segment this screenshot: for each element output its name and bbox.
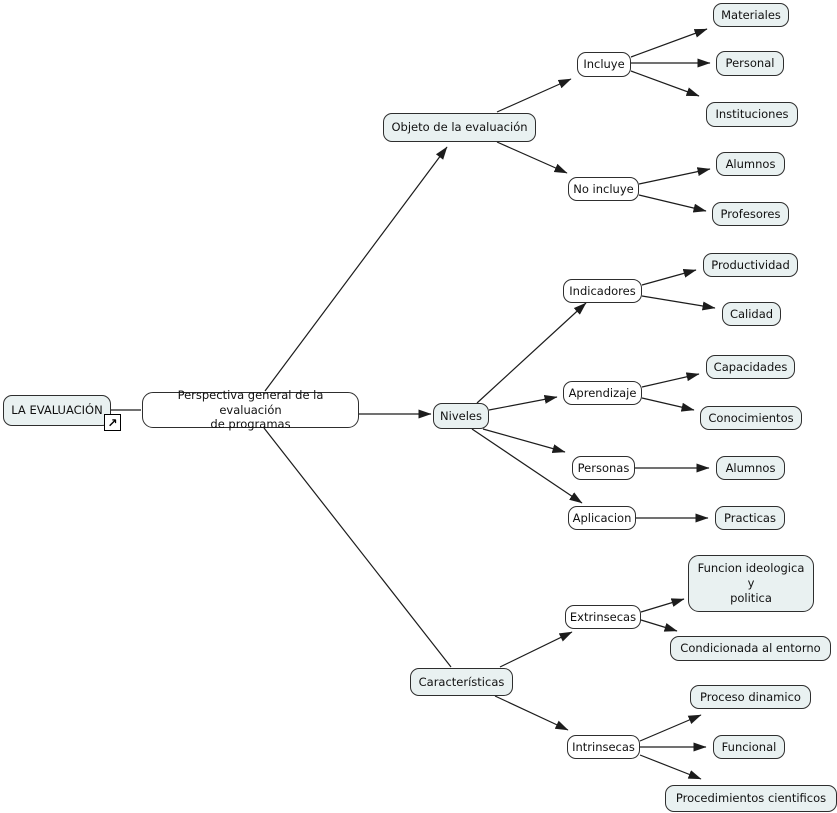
edge-niveles-personas: [482, 428, 566, 453]
edge-objeto-incluye: [496, 78, 572, 113]
edge-niveles-aprendizaje: [488, 394, 558, 411]
node-aplicacion[interactable]: Aplicacion: [568, 506, 636, 530]
edge-aprendizaje-conocimientos: [641, 397, 695, 412]
node-label: Aprendizaje: [568, 385, 637, 400]
edge-perspectiva-objeto: [264, 146, 448, 392]
edge-extrinsecas-funcion_ideologica: [640, 598, 685, 613]
edge-indicadores-calidad: [641, 295, 716, 311]
node-caracteristicas[interactable]: Características: [410, 668, 513, 696]
node-alumnos-objeto[interactable]: Alumnos: [716, 152, 785, 176]
node-label: Niveles: [440, 408, 482, 423]
node-label: Funcion ideologica y politica: [697, 561, 805, 605]
node-intrinsecas[interactable]: Intrinsecas: [567, 735, 640, 759]
node-label: Materiales: [721, 7, 781, 22]
resource-link-glyph: ↗: [107, 415, 118, 430]
node-funcion-ideologica-politica[interactable]: Funcion ideologica y politica: [688, 555, 814, 612]
node-label: Perspectiva general de la evaluación de …: [177, 387, 324, 432]
node-label: Practicas: [724, 510, 776, 525]
resource-link-icon[interactable]: ↗: [104, 414, 121, 431]
node-calidad[interactable]: Calidad: [722, 302, 781, 326]
node-label: Incluye: [583, 57, 625, 72]
edge-incluye-materiales: [630, 28, 708, 58]
node-label: Características: [418, 674, 505, 689]
node-procedimientos-cientificos[interactable]: Procedimientos cientificos: [665, 785, 837, 812]
node-objeto-de-la-evaluacion[interactable]: Objeto de la evaluación: [383, 113, 536, 142]
node-label: Objeto de la evaluación: [391, 120, 528, 135]
node-label: Funcional: [721, 739, 777, 754]
node-profesores[interactable]: Profesores: [712, 202, 789, 226]
node-productividad[interactable]: Productividad: [703, 253, 798, 277]
node-condicionada-al-entorno[interactable]: Condicionada al entorno: [670, 636, 831, 661]
node-label: Capacidades: [713, 359, 788, 374]
edge-no_incluye-alumnos_objeto: [638, 167, 711, 185]
node-label: Aplicacion: [572, 510, 632, 525]
node-conocimientos[interactable]: Conocimientos: [700, 406, 802, 430]
node-alumnos-niveles[interactable]: Alumnos: [716, 456, 785, 480]
node-label: Proceso dinamico: [700, 689, 801, 704]
node-label: Procedimientos cientificos: [675, 791, 827, 806]
node-funcional[interactable]: Funcional: [713, 735, 785, 759]
node-perspectiva-general[interactable]: Perspectiva general de la evaluación de …: [142, 388, 359, 431]
node-label: No incluye: [573, 181, 634, 196]
edge-indicadores-productividad: [641, 269, 697, 286]
node-label: Conocimientos: [708, 410, 794, 425]
node-label: Alumnos: [725, 156, 776, 171]
node-label: Instituciones: [715, 107, 789, 122]
node-label: LA EVALUACIÓN: [11, 403, 103, 418]
edge-extrinsecas-condicionada: [640, 619, 678, 632]
node-label: Extrinsecas: [569, 609, 637, 624]
edge-perspectiva-caracteristicas: [263, 427, 452, 668]
edge-aprendizaje-capacidades: [641, 372, 700, 388]
node-capacidades[interactable]: Capacidades: [706, 355, 795, 379]
edge-caracteristicas-extrinsecas: [499, 631, 573, 668]
node-label: Condicionada al entorno: [680, 641, 821, 656]
node-label: Indicadores: [569, 283, 636, 298]
edge-caracteristicas-intrinsecas: [494, 695, 569, 731]
node-aprendizaje[interactable]: Aprendizaje: [563, 381, 642, 405]
node-label: Calidad: [729, 306, 774, 321]
node-label: Alumnos: [725, 460, 776, 475]
node-indicadores[interactable]: Indicadores: [563, 279, 642, 303]
node-instituciones[interactable]: Instituciones: [706, 102, 798, 127]
node-label: Personal: [725, 56, 775, 71]
node-niveles[interactable]: Niveles: [433, 403, 489, 429]
node-materiales[interactable]: Materiales: [713, 3, 789, 27]
edge-intrinsecas-procedimientos: [639, 754, 702, 780]
node-incluye[interactable]: Incluye: [577, 52, 631, 77]
node-proceso-dinamico[interactable]: Proceso dinamico: [690, 685, 811, 709]
node-no-incluye[interactable]: No incluye: [568, 177, 639, 201]
node-la-evaluacion[interactable]: LA EVALUACIÓN: [3, 395, 111, 426]
node-label: Personas: [577, 460, 630, 475]
edge-no_incluye-profesores: [638, 194, 707, 213]
node-extrinsecas[interactable]: Extrinsecas: [565, 605, 641, 629]
edge-incluye-instituciones: [630, 70, 700, 97]
edge-niveles-indicadores: [476, 302, 587, 404]
node-label: Productividad: [711, 257, 790, 272]
node-personal[interactable]: Personal: [716, 51, 784, 76]
node-label: Profesores: [720, 206, 781, 221]
node-label: Intrinsecas: [572, 739, 635, 754]
edge-objeto-no_incluye: [496, 141, 568, 174]
edge-niveles-aplicacion: [471, 428, 583, 504]
edge-intrinsecas-proceso_dinamico: [639, 714, 702, 742]
node-personas[interactable]: Personas: [572, 456, 635, 480]
node-practicas[interactable]: Practicas: [715, 506, 785, 530]
